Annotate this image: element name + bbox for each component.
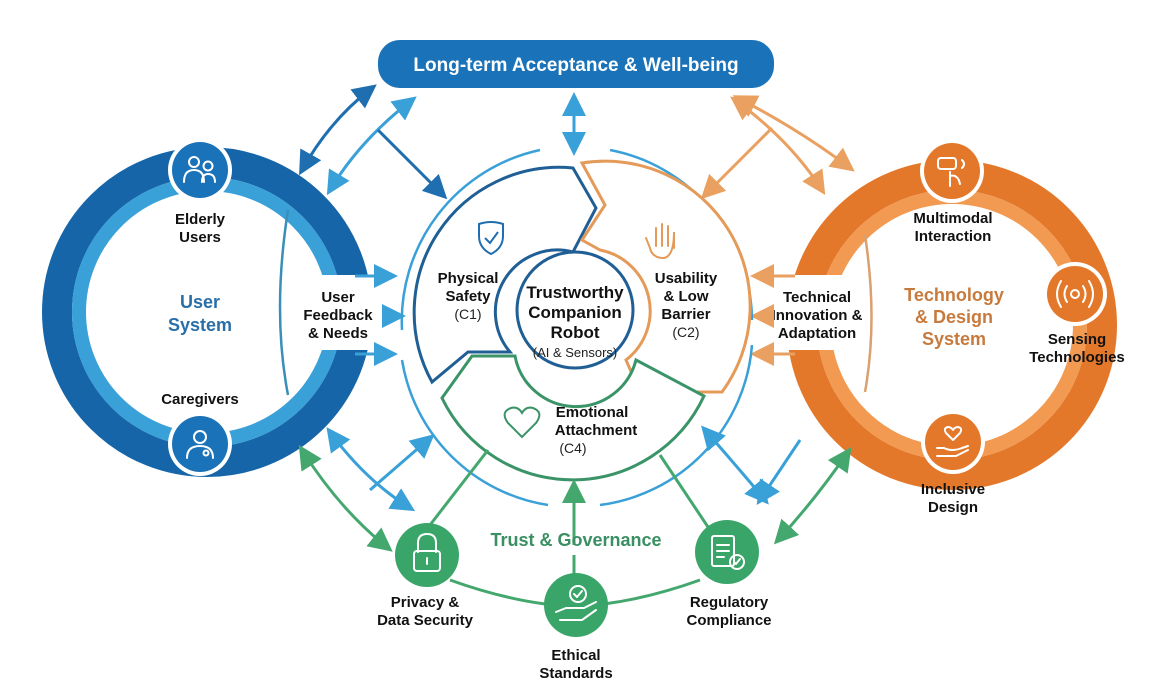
arrow-user-banner-2 — [326, 96, 417, 196]
user-system-title: User — [180, 292, 220, 312]
core-center-robot[interactable]: Trustworthy Companion Robot (AI & Sensor… — [515, 250, 635, 370]
svg-text:Data Security: Data Security — [377, 612, 474, 629]
arrow-tech-banner-2 — [730, 96, 826, 196]
tech-system-title: Technology — [904, 285, 1004, 305]
hand-icon — [645, 223, 675, 260]
node-elderly-users[interactable]: Elderly Users — [168, 138, 232, 246]
svg-text:Technologies: Technologies — [1029, 349, 1125, 366]
node-regulatory-compliance[interactable]: Regulatory Compliance — [686, 520, 772, 629]
svg-text:(C4): (C4) — [559, 440, 586, 456]
node-inclusive-design[interactable]: Inclusive Design — [921, 410, 985, 516]
svg-text:& Needs: & Needs — [308, 325, 368, 342]
segment-physical-safety[interactable]: Physical Safety (C1) — [412, 165, 598, 385]
node-privacy-security[interactable]: Privacy & Data Security — [377, 523, 474, 629]
svg-text:(C2): (C2) — [672, 324, 699, 340]
heart-hand-icon — [936, 426, 969, 457]
svg-text:Trustworthy: Trustworthy — [526, 283, 624, 302]
arrow-tech-banner — [732, 95, 855, 172]
svg-text:(AI & Sensors): (AI & Sensors) — [533, 345, 618, 360]
svg-text:Usability: Usability — [655, 270, 718, 287]
svg-text:Technical: Technical — [783, 289, 851, 306]
top-arrows — [299, 84, 855, 200]
svg-text:Privacy &: Privacy & — [391, 594, 460, 611]
svg-text:Attachment: Attachment — [555, 422, 638, 439]
svg-text:Sensing: Sensing — [1048, 331, 1106, 348]
banner-title: Long-term Acceptance & Well-being — [413, 55, 738, 76]
svg-text:Feedback: Feedback — [303, 307, 373, 324]
acceptance-banner: Long-term Acceptance & Well-being — [378, 40, 774, 88]
segment-usability[interactable]: Usability & Low Barrier (C2) — [579, 159, 752, 394]
tech-system-ring: Technology & Design System — [770, 160, 1117, 490]
caregiver-icon — [186, 430, 214, 459]
touch-interaction-icon — [937, 157, 965, 187]
user-feedback-output: User Feedback & Needs — [303, 264, 406, 366]
governance-title: Trust & Governance — [490, 530, 661, 550]
ethics-hand-icon — [555, 585, 597, 621]
arrow-to-core-right — [700, 126, 774, 200]
node-multimodal-interaction[interactable]: Multimodal Interaction — [913, 139, 993, 245]
svg-text:Design: Design — [928, 499, 978, 516]
svg-text:Innovation &: Innovation & — [772, 307, 863, 324]
arrow-to-core-left — [376, 128, 448, 200]
svg-text:Compliance: Compliance — [686, 612, 771, 629]
users-icon — [183, 156, 216, 183]
svg-text:Barrier: Barrier — [661, 306, 710, 323]
svg-text:Users: Users — [179, 229, 221, 246]
svg-text:Ethical: Ethical — [551, 647, 600, 664]
svg-text:Caregivers: Caregivers — [161, 391, 239, 408]
lock-icon — [413, 533, 441, 572]
node-ethical-standards[interactable]: Ethical Standards — [539, 573, 613, 682]
svg-text:Emotional: Emotional — [556, 404, 629, 421]
svg-text:Inclusive: Inclusive — [921, 481, 985, 498]
svg-text:System: System — [168, 315, 232, 335]
svg-text:Interaction: Interaction — [915, 228, 992, 245]
shield-check-icon — [478, 221, 504, 256]
svg-text:Regulatory: Regulatory — [690, 594, 769, 611]
svg-text:Elderly: Elderly — [175, 211, 226, 228]
svg-text:System: System — [922, 329, 986, 349]
clipboard-check-icon — [711, 535, 745, 570]
segment-emotional-attachment[interactable]: Emotional Attachment (C4) — [440, 354, 706, 482]
svg-text:(C1): (C1) — [454, 306, 481, 322]
svg-text:Safety: Safety — [445, 288, 491, 305]
arrow-user-to-banner — [299, 84, 377, 176]
svg-text:Standards: Standards — [539, 665, 612, 682]
tech-innovation-output: Technical Innovation & Adaptation — [750, 264, 863, 366]
bottom-arrows — [298, 425, 852, 606]
svg-text:Robot: Robot — [550, 323, 599, 342]
sensor-icon — [1056, 280, 1094, 308]
svg-text:Multimodal: Multimodal — [913, 210, 992, 227]
svg-text:Adaptation: Adaptation — [778, 325, 856, 342]
svg-text:& Design: & Design — [915, 307, 993, 327]
svg-text:Physical: Physical — [438, 270, 499, 287]
svg-text:& Low: & Low — [664, 288, 709, 305]
node-caregivers[interactable]: Caregivers — [161, 391, 239, 476]
heart-icon — [503, 406, 541, 439]
svg-text:Companion: Companion — [528, 303, 622, 322]
svg-text:User: User — [321, 289, 355, 306]
node-sensing-technologies[interactable]: Sensing Technologies — [1029, 262, 1125, 366]
